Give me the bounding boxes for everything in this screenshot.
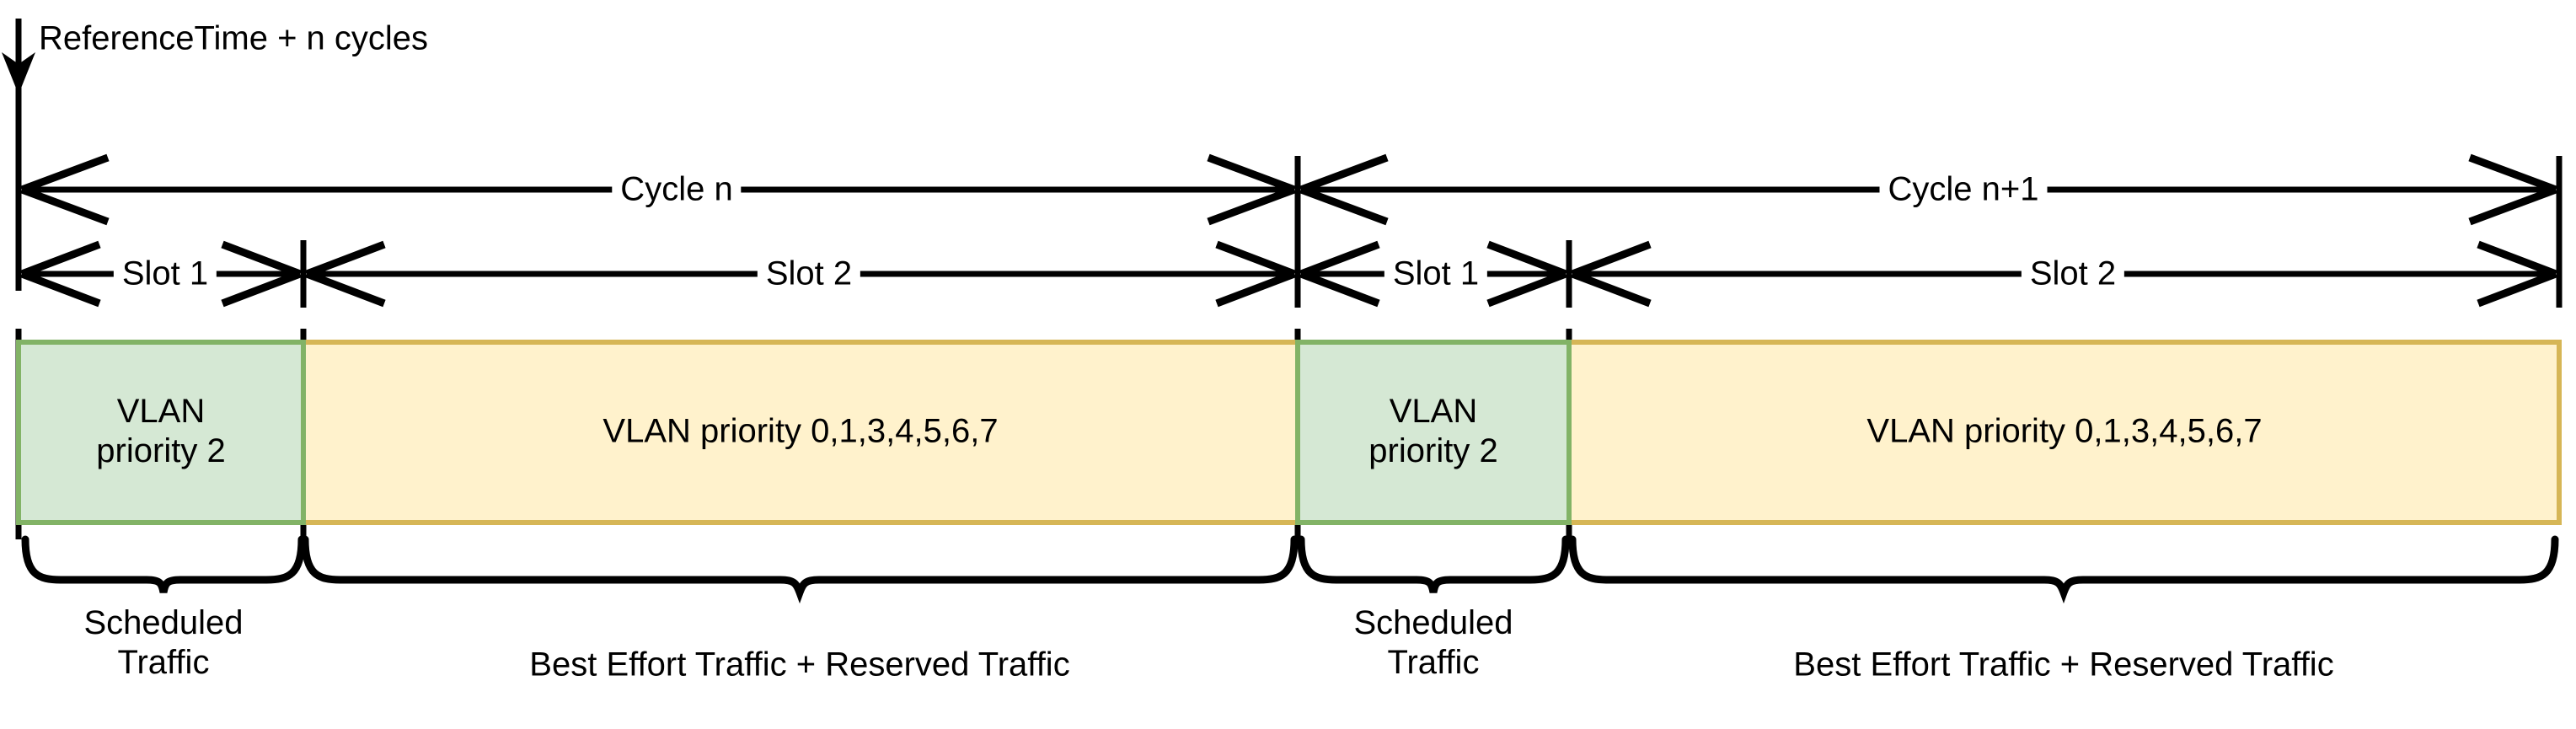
brace-label-scheduled-a-line2: Traffic [117,644,210,681]
scheduled-box-b [1295,340,1572,525]
slot-1-label-cycle-n1: Slot 1 [1384,255,1488,293]
brace-label-best-effort-b: Best Effort Traffic + Reserved Traffic [1793,645,2333,684]
slot-2-label-cycle-n1: Slot 2 [2021,255,2125,293]
brace-label-best-effort-a-line1: Best Effort Traffic + Reserved Traffic [529,646,1070,683]
scheduled-box-b-line1: VLAN [1389,392,1478,430]
scheduled-box-a-line2: priority 2 [96,432,226,469]
cycle-n-label: Cycle n [612,170,742,209]
scheduled-box-b-line2: priority 2 [1368,432,1498,469]
brace-label-scheduled-a-line1: Scheduled [83,603,244,641]
best-effort-box-b-text: VLAN priority 0,1,3,4,5,6,7 [1866,411,2262,451]
best-effort-box-a-text: VLAN priority 0,1,3,4,5,6,7 [602,411,998,451]
brace-best-effort-b [1568,535,2559,604]
brace-label-scheduled-b: Scheduled Traffic [1353,603,1513,683]
brace-label-best-effort-a: Best Effort Traffic + Reserved Traffic [529,645,1069,684]
best-effort-box-b [1566,340,2562,525]
best-effort-box-b-line1: VLAN priority 0,1,3,4,5,6,7 [1866,412,2263,450]
brace-label-scheduled-b-line1: Scheduled [1353,603,1513,641]
brace-scheduled-a [21,535,306,593]
brace-label-scheduled-b-line2: Traffic [1387,644,1480,681]
reference-time-arrow-icon [2,19,35,94]
brace-label-scheduled-a: Scheduled Traffic [83,603,243,683]
reference-time-label: ReferenceTime + n cycles [39,19,429,57]
cycle-n1-label: Cycle n+1 [1879,170,2048,209]
brace-best-effort-a [301,535,1299,604]
scheduled-box-b-text: VLAN priority 2 [1368,392,1497,471]
brace-label-best-effort-b-line1: Best Effort Traffic + Reserved Traffic [1793,646,2334,683]
scheduled-box-a-line1: VLAN [116,392,206,430]
slot-2-label-cycle-n: Slot 2 [757,255,861,293]
brace-scheduled-b [1297,535,1570,593]
scheduled-box-a-text: VLAN priority 2 [96,392,225,471]
scheduled-box-a [16,340,306,525]
slot-1-label-cycle-n: Slot 1 [113,255,217,293]
best-effort-box-a-line1: VLAN priority 0,1,3,4,5,6,7 [602,412,999,450]
